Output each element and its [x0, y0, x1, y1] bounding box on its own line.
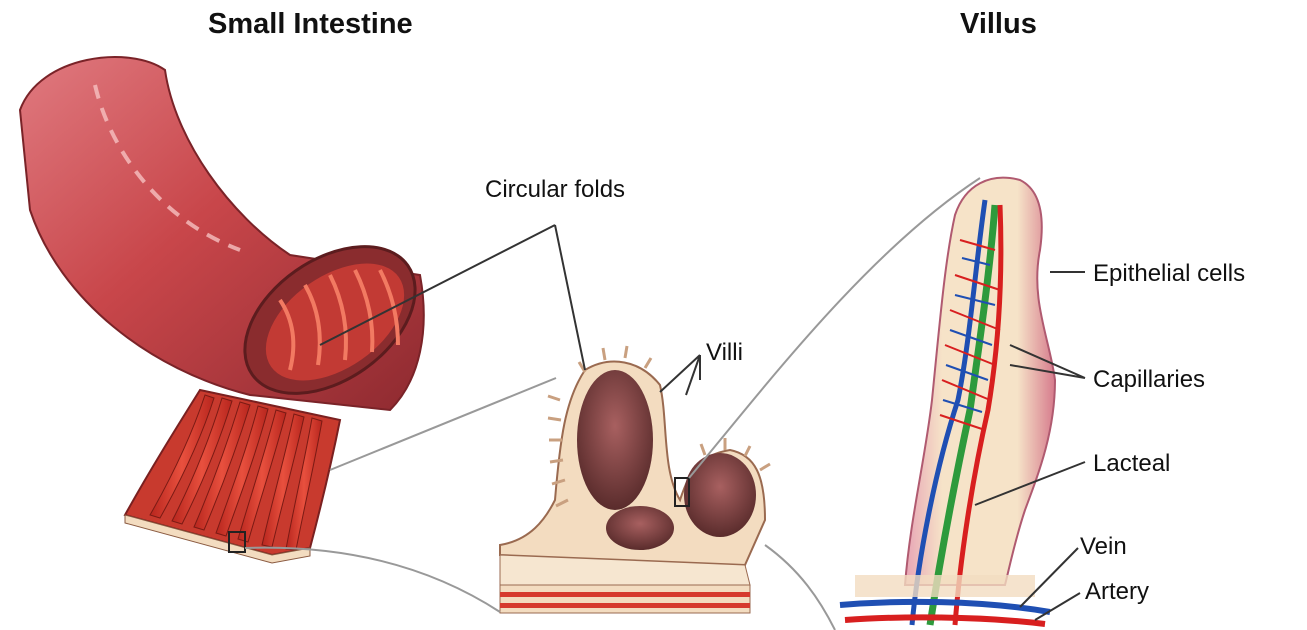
villus-title: Villus [960, 8, 1037, 41]
epithelial-cells-label: Epithelial cells [1093, 260, 1245, 288]
leader-villi [660, 355, 700, 395]
leader-artery [1035, 593, 1080, 620]
villi-label: Villi [706, 339, 743, 367]
small-intestine-illustration [20, 57, 442, 563]
lacteal-label: Lacteal [1093, 450, 1170, 478]
base-artery [845, 617, 1045, 624]
base-vein [840, 602, 1050, 612]
circular-folds-label: Circular folds [485, 176, 625, 204]
circular-fold-section [500, 346, 770, 613]
fold-base [500, 585, 750, 613]
villus-base-tissue [855, 575, 1035, 597]
villi-cluster-base [606, 506, 674, 550]
muscle-band-2 [500, 603, 750, 608]
villi-cluster-left [577, 370, 653, 510]
capillaries-label: Capillaries [1093, 366, 1205, 394]
villi-cluster-right [684, 453, 756, 537]
muscle-band-1 [500, 592, 750, 597]
artery-label: Artery [1085, 578, 1149, 606]
villus-illustration [840, 178, 1055, 625]
vein-label: Vein [1080, 533, 1127, 561]
small-intestine-title: Small Intestine [208, 8, 413, 41]
